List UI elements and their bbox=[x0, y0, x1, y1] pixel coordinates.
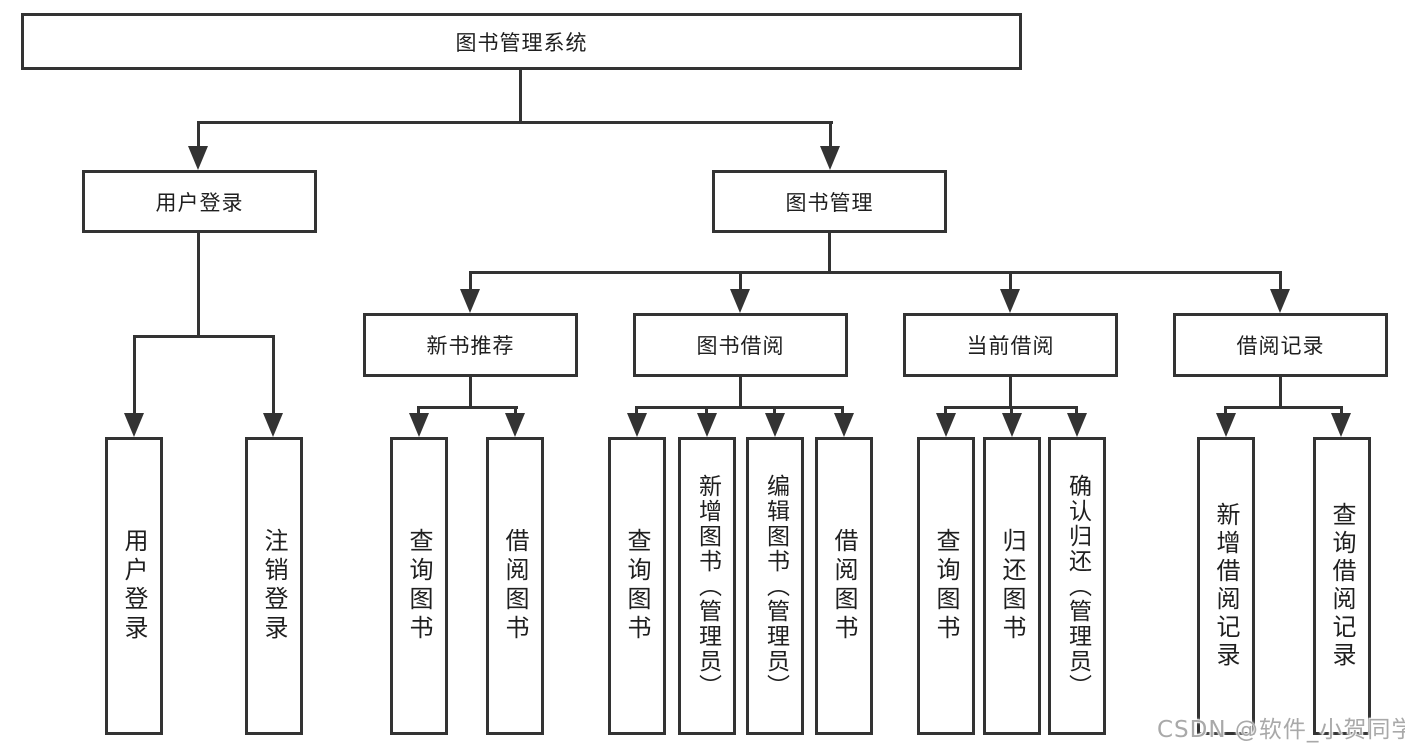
node-book-borrowing-label: 图书借阅 bbox=[696, 334, 785, 358]
edge-leaf-shaft bbox=[1075, 406, 1078, 418]
arrow-down-icon bbox=[1331, 413, 1351, 437]
edge-leaf-shaft bbox=[705, 406, 708, 418]
leaf-add-books-admin: 新增图书（管理员） bbox=[678, 437, 736, 735]
leaf-query-books-borrow: 查询图书 bbox=[608, 437, 666, 735]
arrow-down-icon bbox=[627, 413, 647, 437]
leaf-confirm-return-admin-label: 确认归还（管理员） bbox=[1064, 473, 1091, 699]
edge-to-leaf-user-login-shaft bbox=[133, 335, 136, 417]
leaf-user-login: 用户登录 bbox=[105, 437, 163, 735]
node-new-book-recommend: 新书推荐 bbox=[363, 313, 578, 377]
leaf-query-books-current: 查询图书 bbox=[917, 437, 975, 735]
leaf-borrow-books-recommend-label: 借阅图书 bbox=[501, 528, 529, 644]
leaf-query-books-recommend: 查询图书 bbox=[390, 437, 448, 735]
edge-to-new-book-shaft bbox=[469, 271, 472, 293]
leaf-add-borrow-record-label: 新增借阅记录 bbox=[1212, 502, 1240, 670]
edge-borrow-records-rail bbox=[1224, 406, 1342, 409]
edge-root-rail bbox=[197, 121, 833, 124]
node-user-login: 用户登录 bbox=[82, 170, 317, 233]
arrow-down-icon bbox=[730, 289, 750, 313]
edge-leaf-shaft bbox=[841, 406, 844, 418]
edge-leaf-shaft bbox=[1224, 406, 1227, 418]
leaf-query-books-borrow-label: 查询图书 bbox=[623, 528, 651, 644]
edge-new-book-rail bbox=[417, 406, 518, 409]
node-new-book-recommend-label: 新书推荐 bbox=[426, 334, 515, 358]
arrow-down-icon bbox=[697, 413, 717, 437]
arrow-down-icon bbox=[1067, 413, 1087, 437]
arrow-down-icon bbox=[1000, 289, 1020, 313]
arrow-down-icon bbox=[834, 413, 854, 437]
edge-book-borrow-rail bbox=[635, 406, 844, 409]
node-current-borrowing: 当前借阅 bbox=[903, 313, 1118, 377]
leaf-confirm-return-admin: 确认归还（管理员） bbox=[1048, 437, 1106, 735]
edge-leaf-shaft bbox=[514, 406, 517, 418]
edge-leaf-shaft bbox=[1340, 406, 1343, 418]
leaf-add-books-admin-label: 新增图书（管理员） bbox=[694, 473, 721, 699]
edge-book-mgmt-stem bbox=[828, 233, 831, 274]
edge-root-to-user-login-shaft bbox=[197, 121, 200, 151]
node-current-borrowing-label: 当前借阅 bbox=[966, 334, 1055, 358]
arrow-down-icon bbox=[1002, 413, 1022, 437]
arrow-down-icon bbox=[409, 413, 429, 437]
node-borrow-records: 借阅记录 bbox=[1173, 313, 1388, 377]
leaf-return-books: 归还图书 bbox=[983, 437, 1041, 735]
edge-current-borrow-stem bbox=[1009, 377, 1012, 409]
edge-leaf-shaft bbox=[1010, 406, 1013, 418]
arrow-down-icon bbox=[820, 146, 840, 170]
leaf-add-borrow-record: 新增借阅记录 bbox=[1197, 437, 1255, 735]
leaf-edit-books-admin: 编辑图书（管理员） bbox=[746, 437, 804, 735]
node-book-management: 图书管理 bbox=[712, 170, 947, 233]
arrow-down-icon bbox=[263, 413, 283, 437]
leaf-borrow-books-borrow-label: 借阅图书 bbox=[830, 528, 858, 644]
edge-leaf-shaft bbox=[417, 406, 420, 418]
edge-leaf-shaft bbox=[944, 406, 947, 418]
arrow-down-icon bbox=[188, 146, 208, 170]
edge-user-login-stem bbox=[197, 233, 200, 338]
arrow-down-icon bbox=[1216, 413, 1236, 437]
leaf-logout: 注销登录 bbox=[245, 437, 303, 735]
node-borrow-records-label: 借阅记录 bbox=[1236, 334, 1325, 358]
leaf-logout-label: 注销登录 bbox=[260, 528, 288, 644]
edge-new-book-stem bbox=[469, 377, 472, 409]
leaf-return-books-label: 归还图书 bbox=[998, 528, 1026, 644]
arrow-down-icon bbox=[1270, 289, 1290, 313]
leaf-borrow-books-recommend: 借阅图书 bbox=[486, 437, 544, 735]
edge-to-current-borrow-shaft bbox=[1009, 271, 1012, 293]
arrow-down-icon bbox=[765, 413, 785, 437]
arrow-down-icon bbox=[124, 413, 144, 437]
edge-to-borrow-records-shaft bbox=[1279, 271, 1282, 293]
edge-to-book-borrow-shaft bbox=[739, 271, 742, 293]
node-root-label: 图书管理系统 bbox=[455, 30, 588, 55]
edge-leaf-shaft bbox=[635, 406, 638, 418]
arrow-down-icon bbox=[505, 413, 525, 437]
node-book-management-label: 图书管理 bbox=[785, 190, 874, 215]
leaf-user-login-label: 用户登录 bbox=[120, 528, 148, 644]
edge-borrow-records-stem bbox=[1279, 377, 1282, 409]
edge-root-to-book-mgmt-shaft bbox=[829, 121, 832, 151]
arrow-down-icon bbox=[460, 289, 480, 313]
csdn-watermark: CSDN @软件_小贺同学 bbox=[1157, 717, 1405, 743]
node-book-borrowing: 图书借阅 bbox=[633, 313, 848, 377]
leaf-query-borrow-record: 查询借阅记录 bbox=[1313, 437, 1371, 735]
edge-root-stem bbox=[519, 70, 522, 124]
node-user-login-label: 用户登录 bbox=[155, 190, 244, 215]
leaf-query-books-recommend-label: 查询图书 bbox=[405, 528, 433, 644]
leaf-borrow-books-borrow: 借阅图书 bbox=[815, 437, 873, 735]
edge-to-leaf-logout-shaft bbox=[272, 335, 275, 417]
edge-leaf-shaft bbox=[773, 406, 776, 418]
edge-book-mgmt-rail bbox=[469, 271, 1282, 274]
leaf-edit-books-admin-label: 编辑图书（管理员） bbox=[762, 473, 789, 699]
edge-user-login-rail bbox=[133, 335, 275, 338]
leaf-query-borrow-record-label: 查询借阅记录 bbox=[1328, 502, 1356, 670]
edge-book-borrow-stem bbox=[739, 377, 742, 409]
node-root: 图书管理系统 bbox=[21, 13, 1022, 70]
arrow-down-icon bbox=[936, 413, 956, 437]
leaf-query-books-current-label: 查询图书 bbox=[932, 528, 960, 644]
